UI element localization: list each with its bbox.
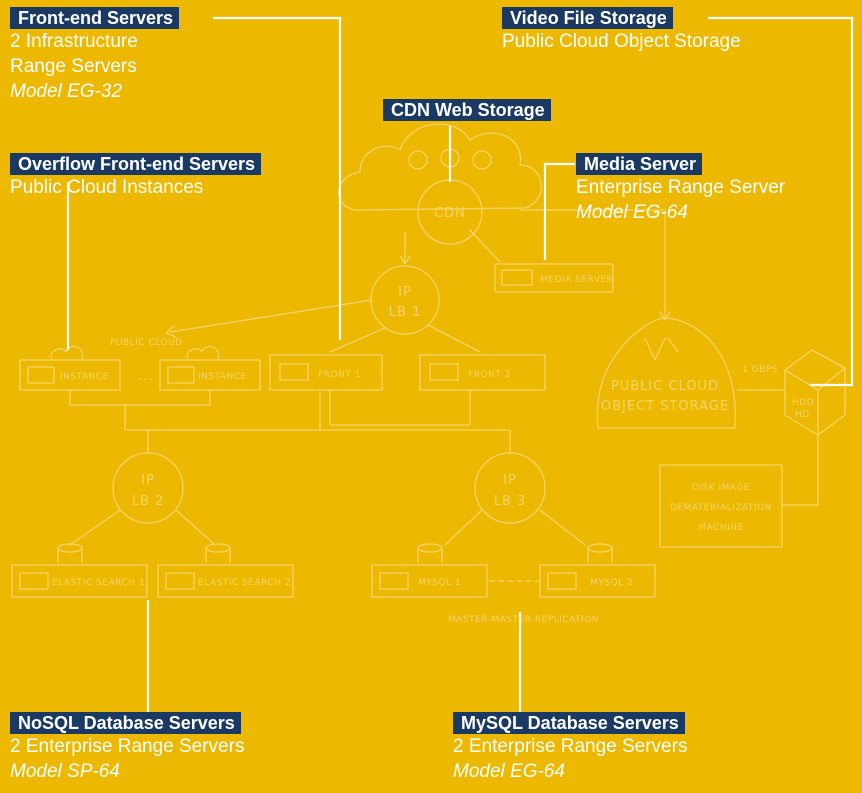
mysql-database-callout: MySQL Database Servers 2 Enterprise Rang… (453, 712, 687, 784)
mysql-database-title: MySQL Database Servers (453, 712, 685, 734)
mysql-2-label: MYSQL 2 (590, 578, 633, 588)
elastic-search-1-box: ELASTIC SEARCH 1 (11, 543, 148, 598)
box-label-1: HDD (792, 398, 814, 408)
lb2-label-ip: IP (141, 473, 155, 488)
mysql-database-model: Model EG-64 (453, 761, 565, 782)
object-storage-node: PUBLIC CLOUD OBJECT STORAGE (596, 317, 736, 429)
media-server-line1: Enterprise Range Server (576, 177, 786, 198)
gbps-label: 1 GBPS (742, 365, 778, 375)
front-end-servers-line2: Range Servers (10, 56, 137, 77)
lb2-label-name: LB 2 (132, 494, 165, 509)
box-label-2: HD (795, 410, 810, 420)
media-server-label: MEDIA SERVER (540, 275, 613, 285)
instance-box-1: INSTANCE (19, 345, 121, 391)
front-end-servers-model: Model EG-32 (10, 81, 122, 102)
hardware-box: HDD HD (784, 349, 846, 436)
elastic-1-label: ELASTIC SEARCH 1 (52, 578, 145, 588)
video-file-storage-line1: Public Cloud Object Storage (502, 31, 741, 52)
disk-image-label-1: DISK IMAGE (692, 483, 750, 493)
elastic-search-2-box: ELASTIC SEARCH 2 (157, 543, 294, 598)
cdn-web-storage-title: CDN Web Storage (383, 99, 551, 121)
media-server-box: MEDIA SERVER (494, 263, 614, 293)
lb1-label-ip: IP (398, 285, 412, 300)
cdn-cloud: CDN (338, 123, 542, 245)
video-file-storage-title: Video File Storage (502, 7, 673, 29)
instance-1-label: INSTANCE (60, 372, 109, 382)
nosql-database-title: NoSQL Database Servers (10, 712, 241, 734)
instance-2-label: INSTANCE (198, 372, 247, 382)
lb2-node: IP LB 2 (112, 452, 184, 524)
media-server-callout: Media Server Enterprise Range Server Mod… (576, 153, 785, 225)
mysql-1-box: MYSQL 1 (371, 543, 488, 598)
nosql-database-model: Model SP-64 (10, 761, 120, 782)
cdn-label: CDN (434, 206, 466, 221)
media-server-model: Model EG-64 (576, 202, 688, 223)
nosql-database-line1: 2 Enterprise Range Servers (10, 736, 245, 757)
front-2-label: FRONT 2 (468, 370, 511, 380)
front-end-servers-line1: 2 Infrastructure (10, 31, 138, 52)
mysql-2-box: MYSQL 2 (539, 543, 656, 598)
mysql-1-label: MYSQL 1 (418, 578, 461, 588)
public-cloud-label: PUBLIC CLOUD (110, 338, 183, 348)
instance-box-2: INSTANCE (159, 345, 261, 391)
instance-ellipsis: ... (138, 369, 153, 384)
replication-label: MASTER-MASTER REPLICATION (448, 615, 599, 625)
lb3-label-name: LB 3 (494, 494, 527, 509)
mysql-database-line1: 2 Enterprise Range Servers (453, 736, 688, 757)
disk-image-label-2: DEMATERIALIZATION (670, 503, 772, 513)
overflow-servers-line1: Public Cloud Instances (10, 177, 204, 198)
lb1-node: IP LB 1 (370, 265, 440, 335)
front-1-box: FRONT 1 (269, 354, 383, 391)
elastic-2-label: ELASTIC SEARCH 2 (198, 578, 291, 588)
front-end-servers-title: Front-end Servers (10, 7, 180, 29)
cdn-web-storage-callout: CDN Web Storage (383, 99, 551, 121)
nosql-database-callout: NoSQL Database Servers 2 Enterprise Rang… (10, 712, 244, 784)
lb3-node: IP LB 3 (474, 452, 546, 524)
disk-image-label-3: MACHINE (698, 523, 743, 533)
front-end-servers-callout: Front-end Servers 2 Infrastructure Range… (10, 7, 180, 104)
object-storage-label-2: OBJECT STORAGE (601, 399, 729, 414)
front-1-label: FRONT 1 (318, 370, 361, 380)
lb1-label-name: LB 1 (389, 305, 422, 320)
callout-lines (66, 16, 854, 712)
lb3-label-ip: IP (503, 473, 517, 488)
media-server-title: Media Server (576, 153, 703, 175)
disk-image-box: DISK IMAGE DEMATERIALIZATION MACHINE (659, 464, 783, 548)
front-2-box: FRONT 2 (419, 354, 546, 391)
object-storage-label-1: PUBLIC CLOUD (611, 379, 719, 394)
overflow-servers-callout: Overflow Front-end Servers Public Cloud … (10, 153, 262, 200)
video-file-storage-callout: Video File Storage Public Cloud Object S… (502, 7, 741, 54)
overflow-servers-title: Overflow Front-end Servers (10, 153, 262, 175)
